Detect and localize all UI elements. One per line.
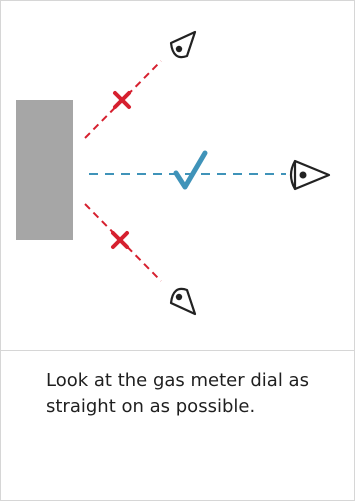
cross-icon [113, 91, 131, 109]
cross-icon [111, 231, 129, 249]
viewing-angle-diagram [16, 30, 331, 316]
gas-meter-dial [16, 100, 73, 240]
check-icon [173, 150, 208, 190]
eye-icon-lower [169, 287, 197, 316]
eye-icon-right [289, 159, 331, 191]
instruction-text: Look at the gas meter dial as straight o… [46, 370, 309, 417]
section-divider [1, 350, 354, 351]
eye-icon-upper [169, 30, 197, 59]
